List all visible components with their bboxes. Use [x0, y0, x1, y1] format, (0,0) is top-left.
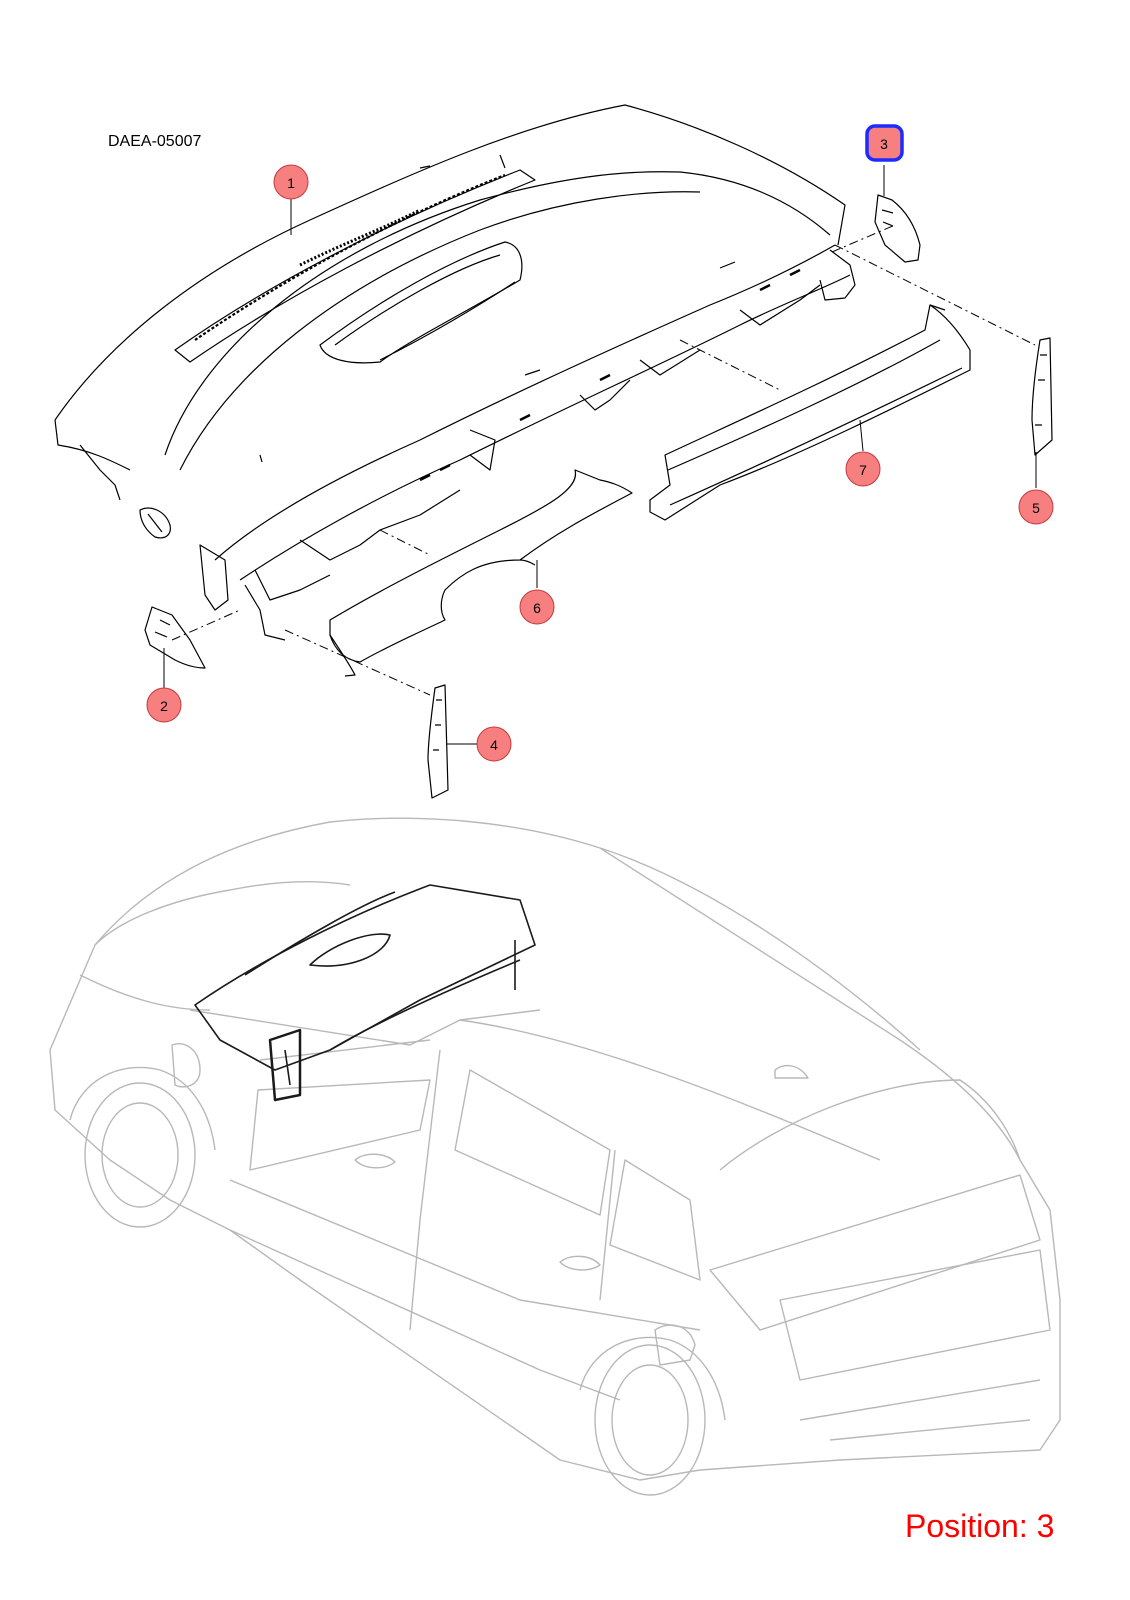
part-lower-trim-panel [329, 469, 633, 677]
callout-label: 7 [859, 462, 867, 478]
assembly-guide-lines [171, 224, 1036, 696]
vehicle-outline [49, 817, 1061, 1496]
part-left-pillar-trim [427, 684, 449, 799]
callout-5[interactable]: 5 [1018, 489, 1054, 525]
part-glovebox-trim [649, 304, 971, 521]
callout-label: 5 [1032, 500, 1040, 516]
diagram-code: DAEA-05007 [108, 133, 202, 150]
part-right-end-cap [874, 194, 921, 263]
callout-3-selected[interactable]: 3 [865, 124, 904, 162]
callout-4[interactable]: 4 [476, 726, 512, 762]
part-right-pillar-trim [1031, 337, 1053, 456]
callout-1[interactable]: 1 [273, 164, 309, 200]
callout-7[interactable]: 7 [845, 451, 881, 487]
callout-6[interactable]: 6 [519, 589, 555, 625]
callout-label: 1 [287, 175, 295, 191]
callout-label: 4 [490, 737, 498, 753]
callout-label: 2 [160, 698, 168, 714]
position-indicator: Position: 3 [905, 1508, 1055, 1544]
part-instrument-panel [54, 104, 856, 641]
callout-2[interactable]: 2 [146, 687, 182, 723]
vehicle-dashboard-inset [194, 884, 536, 1102]
callout-label: 3 [880, 136, 888, 152]
callout-leader-lines [163, 165, 1037, 745]
callout-label: 6 [533, 600, 541, 616]
part-left-end-cap [144, 606, 206, 669]
